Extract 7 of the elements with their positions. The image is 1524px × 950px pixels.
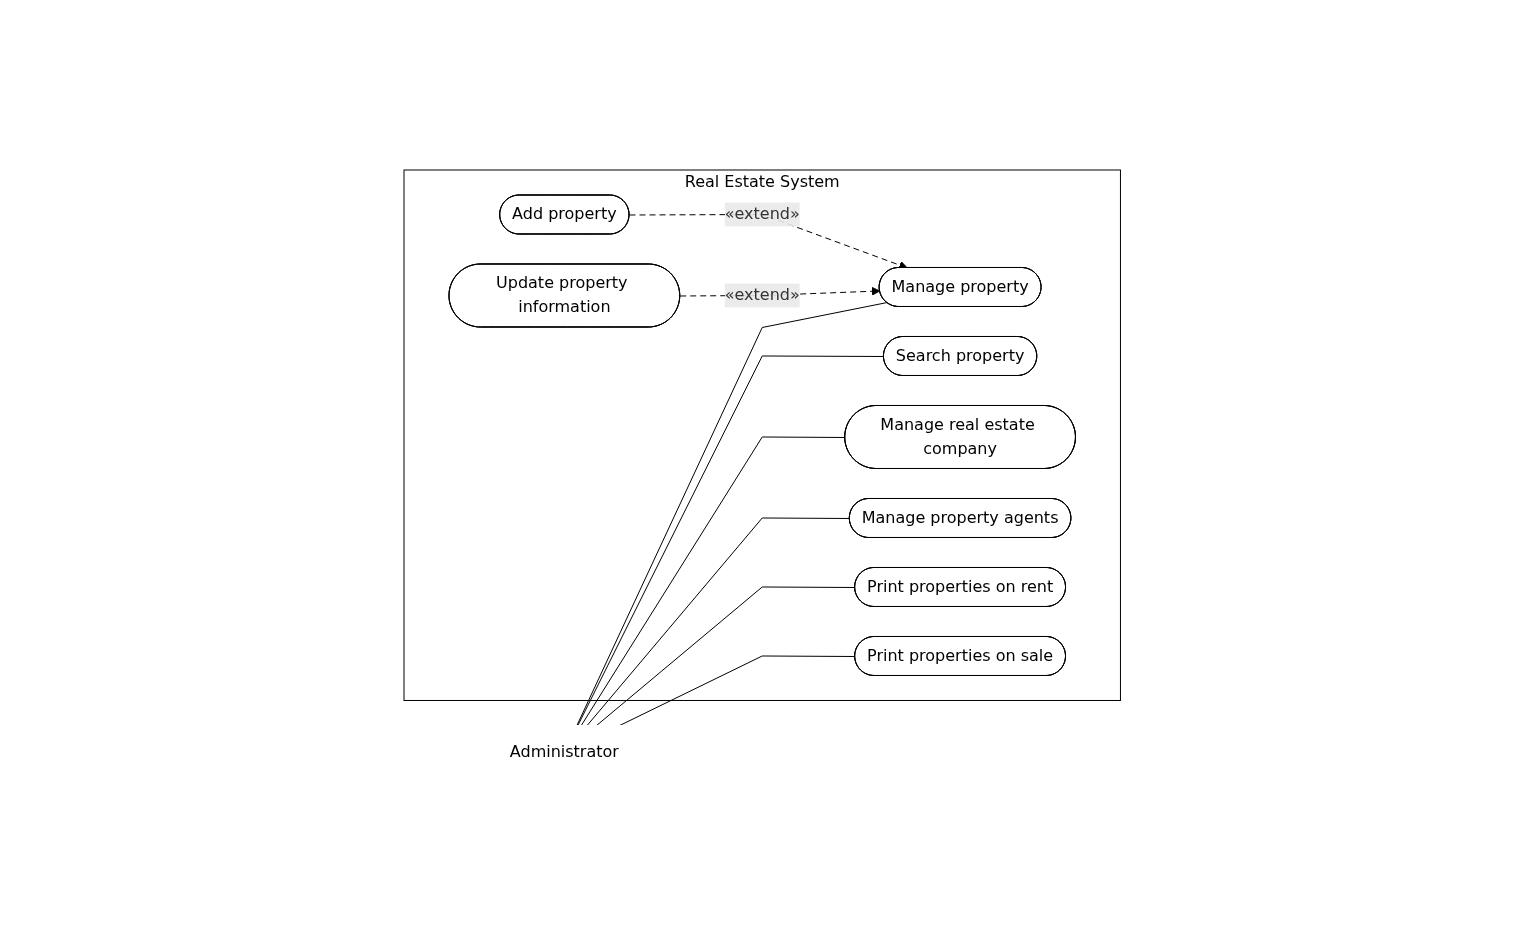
connector	[580, 436, 846, 727]
edge-label: «extend»	[724, 285, 800, 305]
connector	[619, 655, 856, 727]
connector	[595, 586, 856, 727]
edge-label: «extend»	[724, 204, 800, 224]
connector	[586, 517, 851, 727]
node-text: Administrator	[509, 742, 619, 762]
